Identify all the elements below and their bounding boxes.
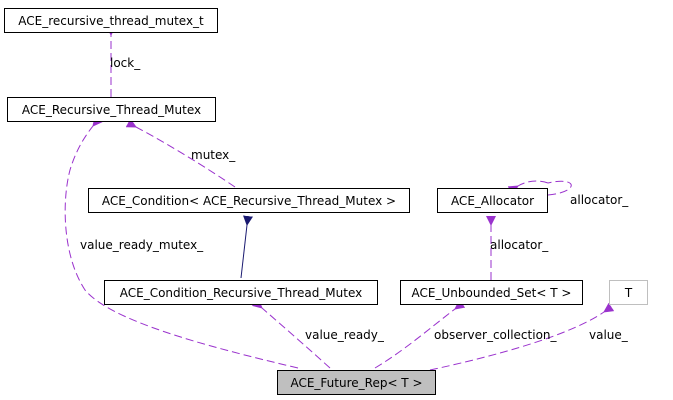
edge-label-observer-collection: observer_collection_ <box>434 328 557 342</box>
edge-label-value-ready: value_ready_ <box>305 328 384 342</box>
edge-allocator-self <box>547 180 572 196</box>
node-t[interactable]: T <box>609 280 648 305</box>
edge-value <box>429 302 615 371</box>
edge-label-allocator: allocator_ <box>490 238 549 252</box>
edge-label-value: value_ <box>589 328 628 342</box>
edge-mutex <box>125 118 236 188</box>
edge-allocator-self-top <box>507 180 549 195</box>
node-future-rep[interactable]: ACE_Future_Rep< T > <box>277 370 436 395</box>
node-unbounded-set[interactable]: ACE_Unbounded_Set< T > <box>400 280 583 305</box>
edge-observer-collection <box>374 299 466 369</box>
node-condition[interactable]: ACE_Condition< ACE_Recursive_Thread_Mute… <box>88 188 410 213</box>
node-condition-recursive-thread-mutex[interactable]: ACE_Condition_Recursive_Thread_Mutex <box>104 280 378 305</box>
edge-inheritance <box>240 215 253 279</box>
edge-label-lock: lock_ <box>110 56 141 70</box>
node-allocator[interactable]: ACE_Allocator <box>437 188 548 213</box>
edge-label-allocator-self: allocator_ <box>570 193 629 207</box>
node-recursive-thread-mutex-t[interactable]: ACE_recursive_thread_mutex_t <box>4 8 218 33</box>
edge-label-mutex: mutex_ <box>191 148 236 162</box>
edge-value-ready-mutex <box>64 115 299 369</box>
node-recursive-thread-mutex[interactable]: ACE_Recursive_Thread_Mutex <box>7 97 216 122</box>
edge-label-value-ready-mutex: value_ready_mutex_ <box>80 238 204 252</box>
